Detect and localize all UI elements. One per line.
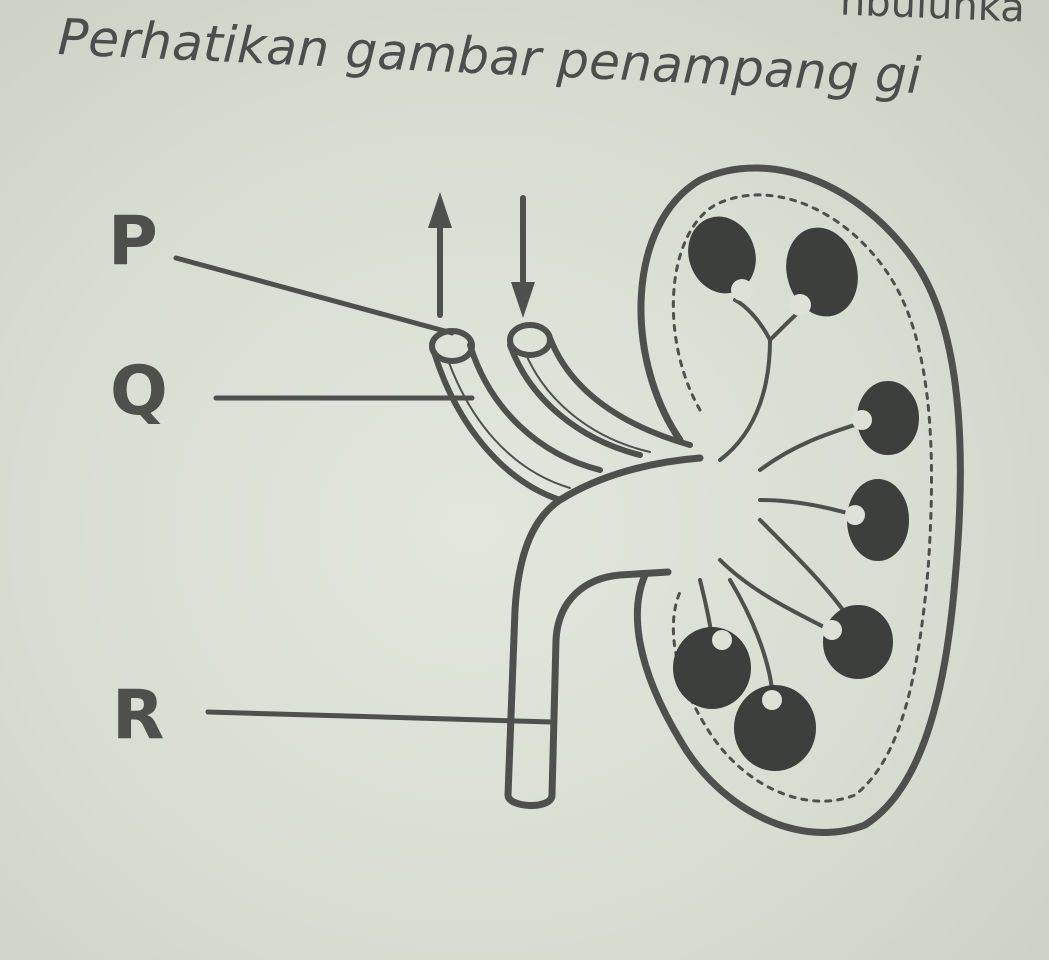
label-p: P	[108, 202, 158, 281]
arrow-down-icon	[511, 282, 535, 318]
leader-line-p	[173, 255, 455, 336]
renal-pyramids	[673, 216, 919, 771]
vessel-opening-right	[507, 322, 553, 358]
label-q: Q	[110, 352, 168, 431]
arrow-up-icon	[428, 192, 452, 228]
pyramid-papillae	[712, 279, 872, 710]
leader-line-r	[205, 709, 555, 725]
renal-vessels	[429, 322, 693, 503]
ureter	[504, 454, 704, 809]
kidney-cortex-boundary	[671, 193, 934, 803]
leader-lines	[173, 255, 555, 725]
blood-flow-arrows	[437, 195, 526, 318]
vessel-shading	[447, 351, 651, 489]
kidney-outer-capsule	[633, 164, 964, 836]
label-r: R	[112, 676, 165, 755]
